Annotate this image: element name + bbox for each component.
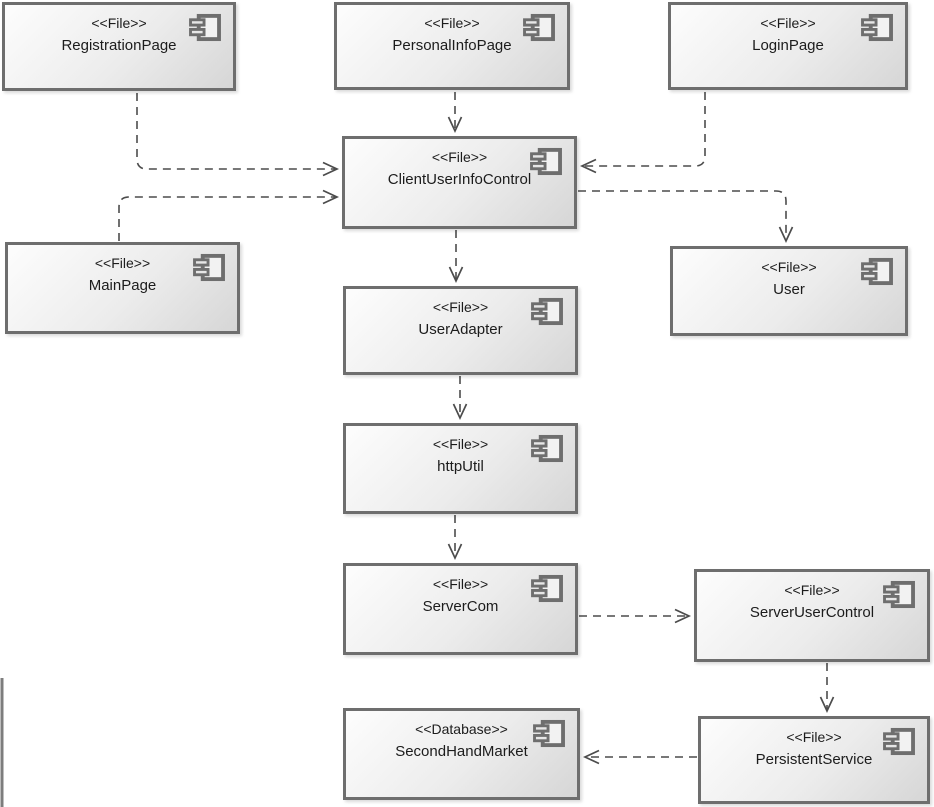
dependency-registrationpage-to-clientuserinfocontrol xyxy=(136,93,340,177)
component-login-page: <<File>> LoginPage xyxy=(668,2,908,90)
component-name: MainPage xyxy=(88,277,157,294)
uml-component-icon xyxy=(533,719,565,748)
component-name: RegistrationPage xyxy=(61,37,177,54)
stereotype-label: <<File>> xyxy=(784,582,840,598)
uml-component-icon xyxy=(861,257,893,286)
component-personal-info-page: <<File>> PersonalInfoPage xyxy=(334,2,570,90)
component-name: httpUtil xyxy=(437,458,484,475)
stereotype-label: <<File>> xyxy=(432,299,489,315)
component-registration-page: <<File>> RegistrationPage xyxy=(2,2,236,91)
stereotype-label: <<File>> xyxy=(424,15,480,31)
dependency-loginpage-to-clientuserinfocontrol xyxy=(579,92,706,174)
component-http-util: <<File>> httpUtil xyxy=(343,423,578,514)
stereotype-label: <<File>> xyxy=(432,576,489,592)
uml-component-icon xyxy=(523,13,555,42)
component-user-adapter: <<File>> UserAdapter xyxy=(343,286,578,375)
stereotype-label: <<File>> xyxy=(432,436,489,452)
uml-component-icon xyxy=(531,297,563,326)
component-second-hand-market: <<Database>> SecondHandMarket xyxy=(343,708,580,800)
component-name: LoginPage xyxy=(752,37,824,54)
component-name: UserAdapter xyxy=(418,321,503,338)
component-server-user-control: <<File>> ServerUserControl xyxy=(694,569,930,662)
component-name: ServerCom xyxy=(422,598,499,615)
component-main-page: <<File>> MainPage xyxy=(5,242,240,334)
stereotype-label: <<File>> xyxy=(760,15,816,31)
dependency-clientuserinfocontrol-to-user xyxy=(578,190,794,244)
component-name: User xyxy=(773,281,805,298)
uml-component-icon xyxy=(193,253,225,282)
uml-component-icon xyxy=(189,13,221,42)
uml-component-icon xyxy=(861,13,893,42)
component-server-com: <<File>> ServerCom xyxy=(343,563,578,655)
component-client-user-info-control: <<File>> ClientUserInfoControl xyxy=(342,136,577,229)
component-user: <<File>> User xyxy=(670,246,908,336)
component-name: ClientUserInfoControl xyxy=(387,171,532,188)
stereotype-label: <<File>> xyxy=(431,149,488,165)
stereotype-label: <<Database>> xyxy=(415,721,508,737)
component-name: ServerUserControl xyxy=(749,604,875,621)
component-name: PersistentService xyxy=(755,751,873,768)
component-name: PersonalInfoPage xyxy=(392,37,512,54)
uml-component-icon xyxy=(883,580,915,609)
component-persistent-service: <<File>> PersistentService xyxy=(698,716,930,804)
stereotype-label: <<File>> xyxy=(94,255,151,271)
stereotype-label: <<File>> xyxy=(786,729,842,745)
stereotype-label: <<File>> xyxy=(91,15,147,31)
uml-component-icon xyxy=(531,574,563,603)
component-name: SecondHandMarket xyxy=(395,743,528,760)
stereotype-label: <<File>> xyxy=(761,259,817,275)
uml-component-icon xyxy=(530,147,562,176)
uml-component-icon xyxy=(531,434,563,463)
uml-component-icon xyxy=(883,727,915,756)
dependency-mainpage-to-clientuserinfocontrol xyxy=(118,189,340,241)
